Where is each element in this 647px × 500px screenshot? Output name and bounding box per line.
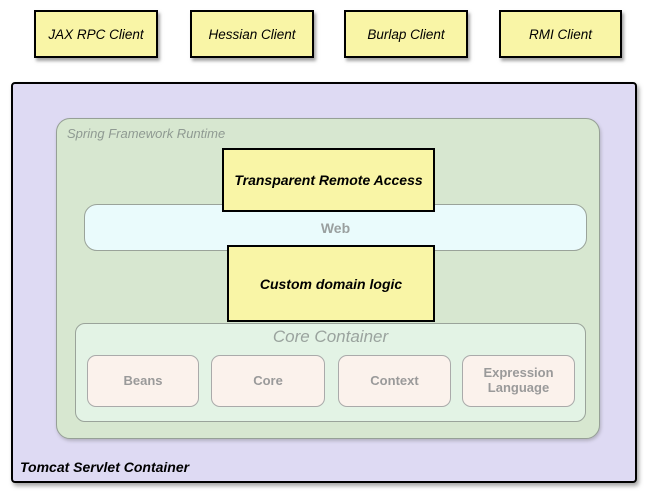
tomcat-container-label: Tomcat Servlet Container: [20, 459, 190, 475]
client-label: Burlap Client: [367, 26, 445, 42]
client-label: RMI Client: [528, 26, 592, 42]
custom-domain-logic-box: Custom domain logic: [227, 245, 435, 322]
module-label: Expression Language: [483, 365, 554, 395]
client-label: JAX RPC Client: [48, 26, 144, 42]
module-label: Core: [253, 372, 283, 388]
module-label: Beans: [123, 372, 163, 388]
custom-domain-logic-label: Custom domain logic: [259, 275, 403, 292]
spring-runtime-label: Spring Framework Runtime: [67, 126, 226, 141]
module-box-expression-language: Expression Language: [462, 355, 575, 407]
client-box-hessian: Hessian Client: [190, 10, 314, 58]
client-box-rmi: RMI Client: [499, 10, 622, 58]
core-container-title: Core Container: [272, 327, 389, 346]
module-box-context: Context: [338, 355, 451, 407]
module-box-beans: Beans: [87, 355, 199, 407]
transparent-remote-access-box: Transparent Remote Access: [222, 148, 435, 212]
client-box-burlap: Burlap Client: [344, 10, 468, 58]
module-label: Context: [370, 372, 419, 388]
module-box-core: Core: [211, 355, 325, 407]
client-box-jax-rpc: JAX RPC Client: [34, 10, 158, 58]
client-label: Hessian Client: [208, 26, 296, 42]
transparent-remote-access-label: Transparent Remote Access: [234, 172, 423, 188]
web-layer-label: Web: [320, 219, 351, 236]
